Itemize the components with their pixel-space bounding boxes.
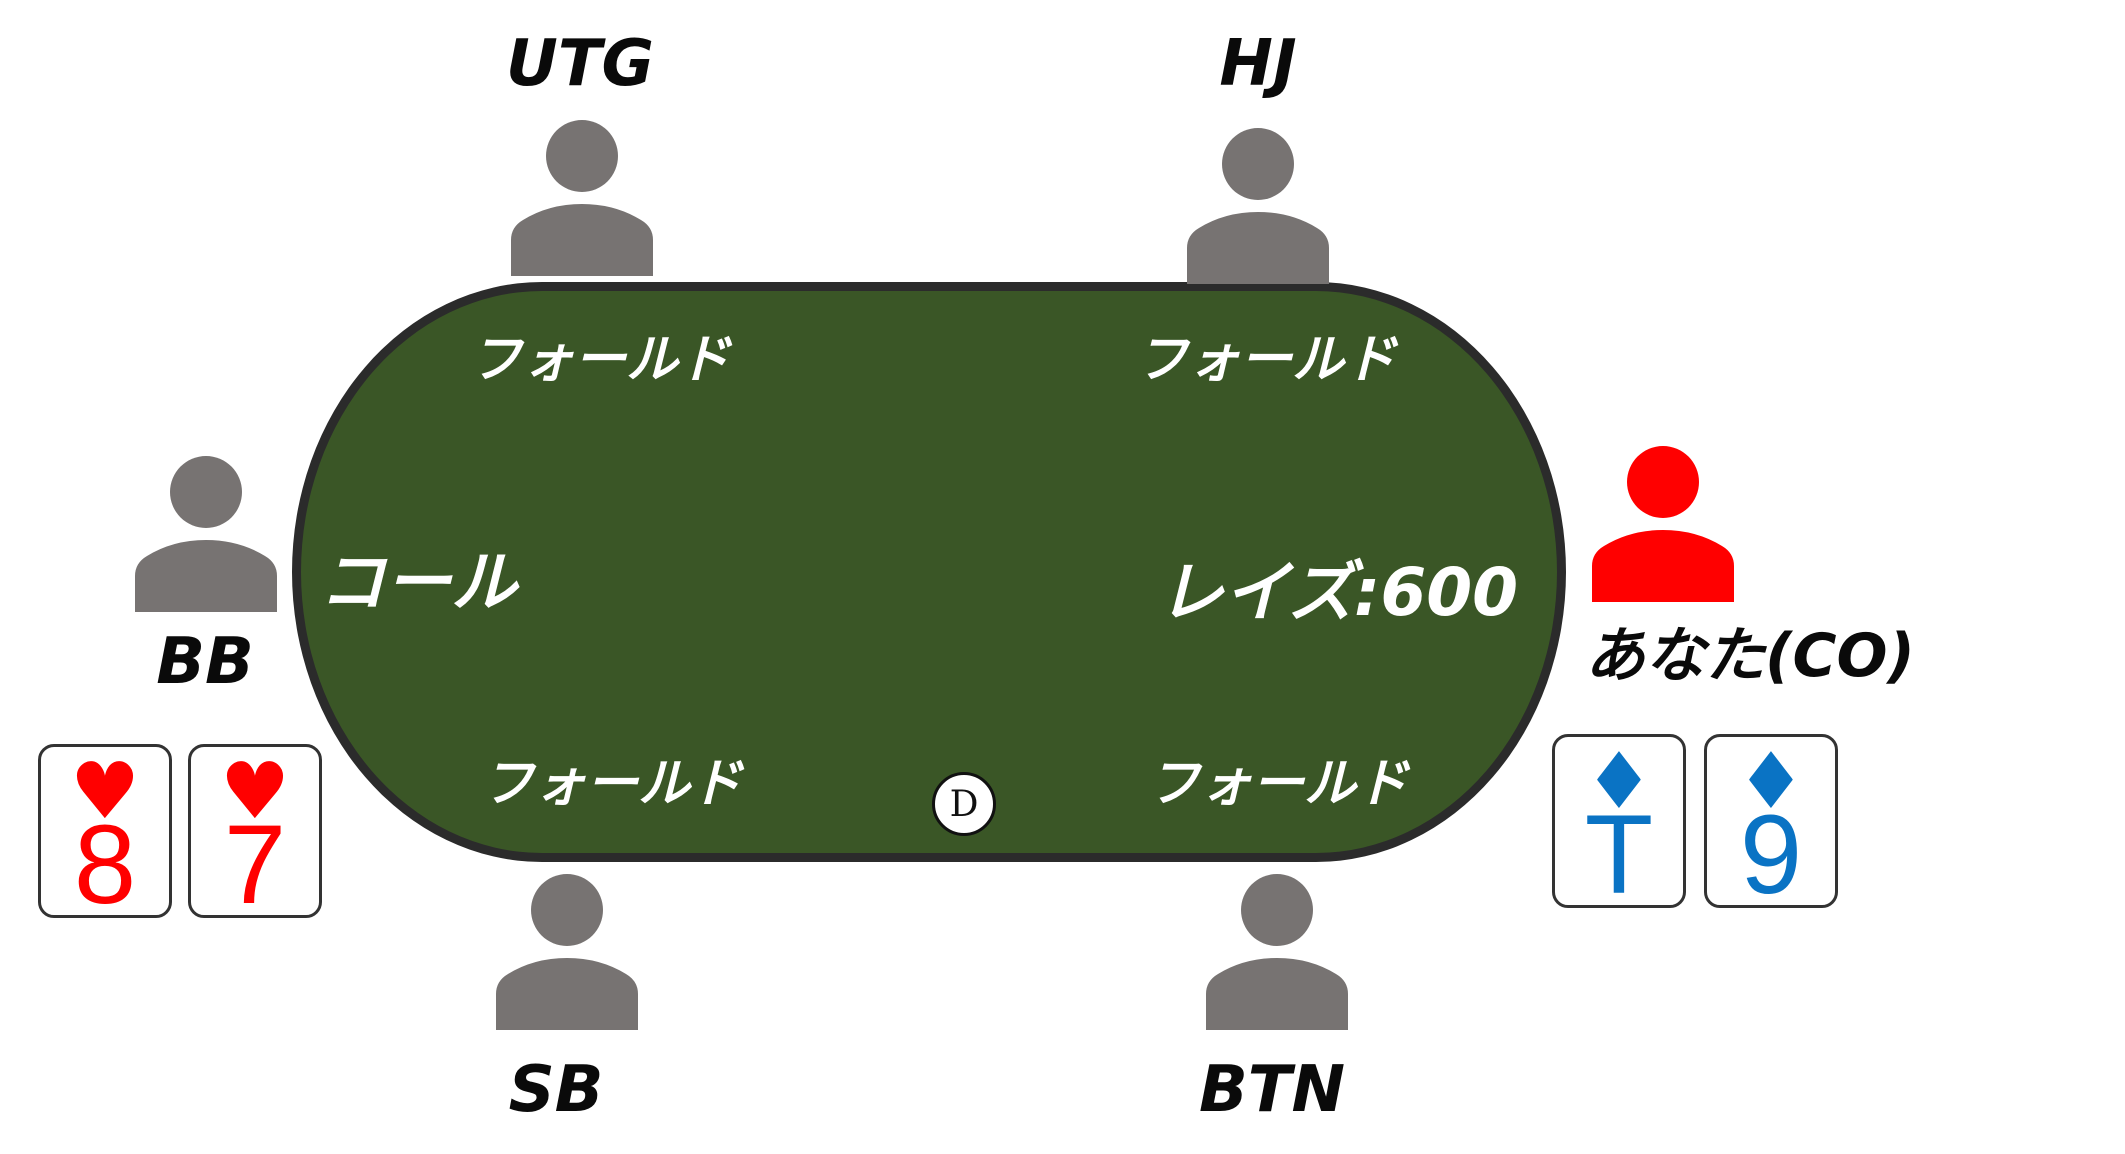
action-bb: コール [319,544,517,621]
player-icon-utg [511,116,653,276]
diamond-suit-icon: ♦ [1736,737,1806,827]
player-icon-sb [496,870,638,1030]
dealer-button: D [932,772,996,836]
player-icon-hj [1187,124,1329,284]
bb-card-1: ♥ 8 [38,744,172,927]
player-icon-co-hero [1592,442,1734,602]
heart-suit-icon: ♥ [220,747,290,837]
seat-label-hj: HJ [1219,27,1297,101]
diamond-suit-icon: ♦ [1584,737,1654,827]
poker-table [292,282,1566,862]
seat-label-bb: BB [156,625,254,699]
action-sb: フォールド [481,754,743,814]
seat-label-co: あなた(CO) [1585,621,1915,691]
action-hj: フォールド [1135,330,1397,390]
card-rank: 8 [73,802,137,927]
card-rank: 9 [1739,792,1803,917]
player-icon-btn [1206,870,1348,1030]
action-btn: フォールド [1147,754,1409,814]
co-card-1: ♦ T [1552,734,1686,917]
player-icon-bb [135,452,277,612]
bb-card-2: ♥ 7 [188,744,322,927]
card-rank: 7 [223,802,287,927]
action-co: レイズ:600 [1157,554,1519,631]
co-card-2: ♦ 9 [1704,734,1838,917]
action-utg: フォールド [469,330,731,390]
heart-suit-icon: ♥ [70,747,140,837]
seat-label-sb: SB [508,1053,604,1127]
card-rank: T [1584,792,1654,917]
seat-label-utg: UTG [505,27,655,101]
seat-label-btn: BTN [1199,1053,1345,1127]
